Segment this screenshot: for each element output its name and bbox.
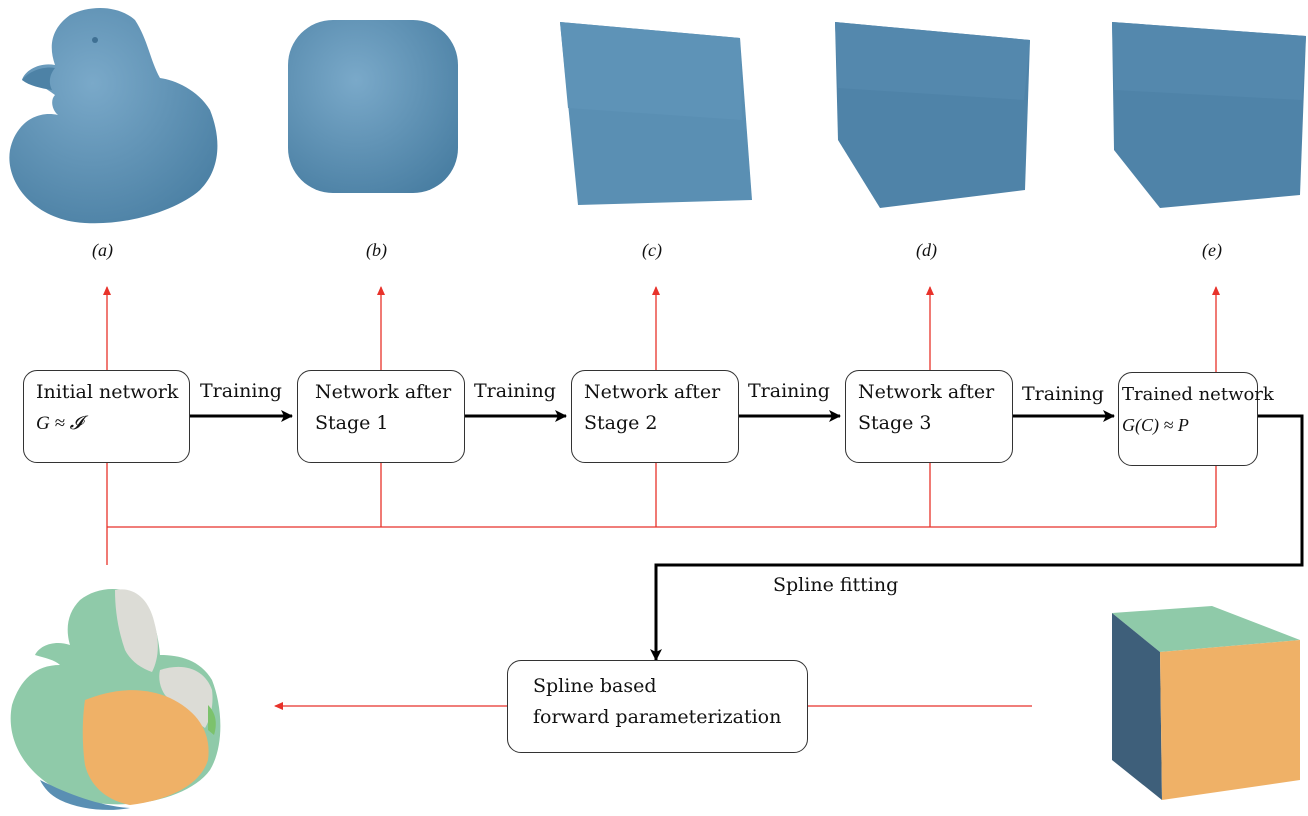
box-trained-line1: Trained network (1122, 384, 1274, 405)
red-up-arrows (103, 286, 1220, 372)
spline-fitting-label: Spline fitting (773, 574, 899, 596)
box-spline-line1: Spline based (533, 675, 657, 697)
box-stage1-line1: Network after (315, 381, 452, 403)
box-stage3: Network after Stage 3 (845, 370, 1013, 463)
box-stage1-line2: Stage 1 (315, 412, 389, 434)
cube-mesh-stage2 (560, 22, 752, 205)
box-stage3-line1: Network after (858, 381, 995, 403)
box-stage1: Network after Stage 1 (297, 370, 465, 463)
box-stage3-line2: Stage 3 (858, 412, 932, 434)
box-initial-network: Initial network G ≈ 𝓘 (23, 370, 190, 463)
caption-b: (b) (366, 240, 387, 260)
caption-e: (e) (1202, 240, 1222, 260)
cube-mesh-trained (1112, 22, 1306, 208)
box-trained-line2: G(C) ≈ P (1122, 415, 1189, 435)
box-initial-line1: Initial network (36, 381, 179, 403)
box-stage2-line1: Network after (584, 381, 721, 403)
spline-fitting-arrow (650, 414, 1304, 661)
training-label-4: Training (1022, 383, 1104, 405)
box-trained-network: Trained network G(C) ≈ P (1118, 372, 1274, 466)
parameterized-duck (10, 588, 221, 810)
box-spline-line2: forward parameterization (533, 706, 782, 728)
red-bus-lines (106, 463, 1217, 565)
training-label-3: Training (748, 380, 830, 402)
training-label-2: Training (474, 380, 556, 402)
rounded-cube-mesh (288, 20, 458, 193)
box-spline-parameterization: Spline based forward parameterization (507, 660, 808, 753)
training-label-1: Training (200, 380, 282, 402)
box-stage2-line2: Stage 2 (584, 412, 658, 434)
caption-c: (c) (642, 240, 662, 260)
cube-mesh-stage3 (835, 22, 1030, 208)
box-initial-line2: G ≈ 𝓘 (36, 413, 83, 434)
caption-a: (a) (92, 240, 113, 260)
caption-d: (d) (916, 240, 937, 260)
colored-cube (1112, 606, 1300, 800)
box-stage2: Network after Stage 2 (571, 370, 739, 463)
duck-mesh (9, 8, 218, 224)
